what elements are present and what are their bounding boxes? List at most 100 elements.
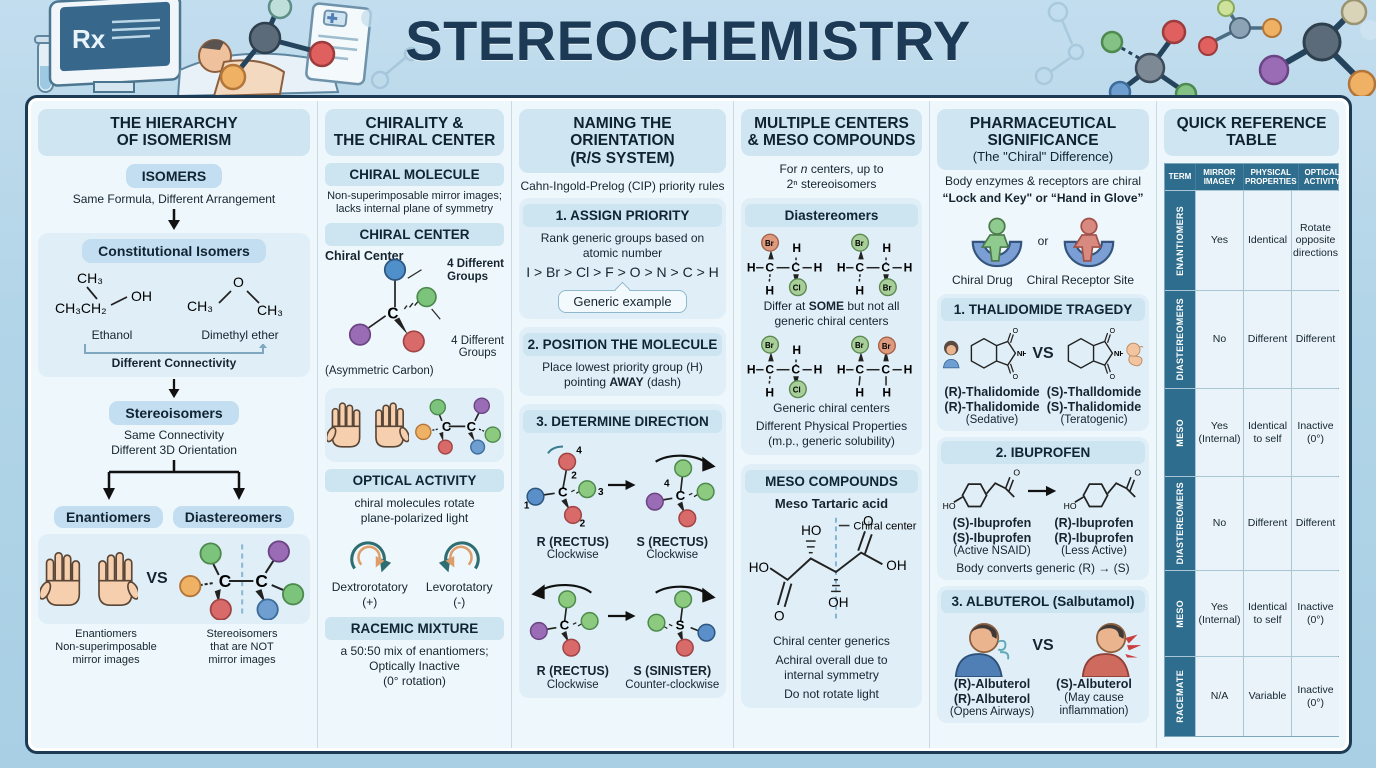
hands-molecule-box: C C: [325, 388, 504, 463]
differ-1: Differ at: [763, 298, 809, 313]
svg-text:H: H: [903, 260, 912, 274]
svg-text:H: H: [792, 343, 801, 357]
determine-direction-bar: 3. DETERMINE DIRECTION: [523, 409, 722, 433]
chiral-drug-receptor-icon: [971, 217, 1022, 268]
pair2-right-label: S (SINISTER): [633, 664, 712, 679]
row-physical: Identical to self: [1243, 571, 1291, 657]
svg-text:O: O: [1109, 374, 1115, 381]
svg-text:NH: NH: [1114, 349, 1123, 358]
generic-centers-caption: Generic chiral centers: [773, 400, 890, 415]
ethanol-structure: CH₃ CH₃CH₂ OH Ethanol: [55, 269, 152, 342]
svg-text:H: H: [855, 385, 864, 399]
thalidomide-box: 1. THALIDOMIDE TRAGEDY O O NH VS: [937, 294, 1149, 432]
ibuprofen-right-1: (R)-Ibuprofen: [1054, 516, 1134, 531]
pair2-left-sub: Clockwise: [546, 678, 599, 691]
svg-text:Br: Br: [881, 342, 890, 351]
chain-molecule-icon: H C C H Br H H Br: [836, 233, 912, 297]
mother-icon: [942, 341, 960, 369]
albuterol-box: 3. ALBUTEROL (Salbutamol) VS: [937, 586, 1149, 724]
row-term: ENANTIOMERS: [1175, 205, 1185, 276]
diastereomers-bar: Diastereomers: [745, 203, 918, 227]
stereoisomers-desc: Same Connectivity Different 3D Orientati…: [111, 427, 237, 457]
table-row: RACEMATE N/A Variable Inactive (0°): [1165, 656, 1339, 737]
table-row: MESO Yes (Internal) Identical to self In…: [1165, 388, 1339, 477]
stereoisomers-pill: Stereoisomers: [109, 400, 239, 425]
svg-text:C: C: [558, 484, 568, 499]
down-arrow-icon: [168, 208, 180, 230]
differ-some: SOME: [808, 298, 845, 313]
svg-text:C: C: [881, 362, 890, 376]
r-configuration-icon: C: [529, 584, 599, 657]
svg-text:OH: OH: [131, 288, 152, 304]
position-desc-1: Place lowest priority group (H): [542, 359, 703, 374]
svg-text:Br: Br: [765, 239, 774, 248]
svg-text:S: S: [675, 617, 684, 632]
ibuprofen-structure: O HO: [1063, 468, 1141, 512]
constitutional-pill: Constitutional Isomers: [82, 238, 266, 263]
svg-text:CH₃CH₂: CH₃CH₂: [55, 300, 107, 316]
row-term: MESO: [1175, 418, 1185, 447]
column-multiple-centers: MULTIPLE CENTERS & MESO COMPOUNDS For n …: [733, 101, 929, 748]
svg-text:H: H: [765, 283, 774, 297]
svg-text:2: 2: [580, 518, 586, 529]
svg-text:O: O: [1013, 374, 1019, 381]
right-arrow-icon: [608, 479, 636, 490]
row-optical: Different: [1291, 291, 1339, 389]
table-header-row: TERM MIRROR IMAGEY PHYSICAL PROPERTIES O…: [1165, 163, 1340, 191]
header-molecule-left: [220, 0, 419, 91]
column-reference: QUICK REFERENCE TABLE TERM MIRROR IMAGEY…: [1156, 101, 1346, 748]
right-arrow-icon: [608, 611, 636, 622]
priority-sequence: I > Br > Cl > F > O > N > C > H: [526, 264, 719, 281]
pair2-right-sub: Counter-clockwise: [625, 678, 720, 691]
svg-text:H: H: [765, 385, 774, 399]
dextrorotatory-sign: (+): [362, 595, 378, 610]
physical-properties-caption: Different Physical Properties (m.p., gen…: [755, 418, 908, 448]
albuterol-bar: 3. ALBUTEROL (Salbutamol): [941, 590, 1145, 614]
albuterol-left-1: (R)-Albuterol: [953, 677, 1031, 692]
thalidomide-right-1: (S)-Thalldomide: [1046, 385, 1142, 400]
svg-text:HO: HO: [801, 523, 821, 538]
svg-text:OH: OH: [828, 595, 848, 610]
row-term: DIASTEREOMERS: [1175, 298, 1185, 381]
row-term: RACEMATE: [1175, 670, 1185, 723]
row-physical: Identical: [1243, 191, 1291, 291]
chiral-center-bar: CHIRAL CENTER: [325, 223, 504, 247]
row-mirror: No: [1195, 291, 1243, 389]
row-physical: Variable: [1243, 657, 1291, 737]
tartaric-acid-structure: Chiral center HO O HO OH O OH: [749, 514, 917, 624]
dimethyl-ether-structure: CH₃ O CH₃ Dimethyl ether: [187, 273, 283, 342]
albuterol-left-3: (Opens Airways): [949, 705, 1035, 718]
r-configuration-numbered-icon: C 4 2 1 3 2: [524, 445, 604, 529]
cip-subtitle: Cahn-Ingold-Prelog (CIP) priority rules: [520, 179, 725, 194]
thalidomide-bar: 1. THALIDOMIDE TRAGEDY: [941, 298, 1145, 322]
constitutional-box: Constitutional Isomers CH₃ CH₃CH₂ OH Eth…: [38, 232, 310, 377]
reference-title: QUICK REFERENCE TABLE: [1164, 109, 1339, 156]
chiral-molecule-desc: Non-superimposable mirror images; lacks …: [327, 189, 502, 215]
thalidomide-right-2: (S)-Thalidomide: [1046, 399, 1142, 414]
monitor-icon: Rx: [48, 0, 182, 93]
svg-text:Br: Br: [854, 341, 863, 350]
row-physical: Identical to self: [1243, 389, 1291, 477]
row-optical: Inactive (0°): [1291, 571, 1339, 657]
bracket-connector: [84, 343, 267, 354]
pair1-left-label: R (RECTUS): [536, 534, 609, 549]
albuterol-right-2: (May cause: [1064, 691, 1124, 704]
thalidomide-structure: O O NH: [1067, 328, 1123, 381]
chiral-generics-caption: Chiral center generics: [773, 633, 890, 648]
away-emphasis: AWAY: [609, 374, 644, 389]
thalidomide-structure: O O NH: [971, 328, 1026, 381]
vs-label: VS: [1032, 637, 1054, 655]
table-row: ENANTIOMERS Yes Identical Rotate opposit…: [1165, 190, 1339, 291]
chirality-title: CHIRALITY & THE CHIRAL CENTER: [325, 109, 504, 156]
svg-text:H: H: [836, 362, 845, 376]
table-row: DIASTEREOMERS No Different Different: [1165, 476, 1339, 571]
enzymes-line: Body enzymes & receptors are chiral: [944, 174, 1142, 189]
content-panel: THE HIERARCHY OF ISOMERISM ISOMERS Same …: [25, 95, 1352, 754]
svg-text:C: C: [881, 260, 890, 274]
differ-3: generic chiral centers: [774, 313, 889, 328]
thalidomide-left-1: (R)-Thalidomide: [944, 385, 1040, 400]
position-molecule-box: 2. POSITION THE MOLECULE Place lowest pr…: [519, 326, 726, 396]
row-term: DIASTEREOMERS: [1175, 482, 1185, 565]
svg-text:H: H: [882, 241, 891, 255]
